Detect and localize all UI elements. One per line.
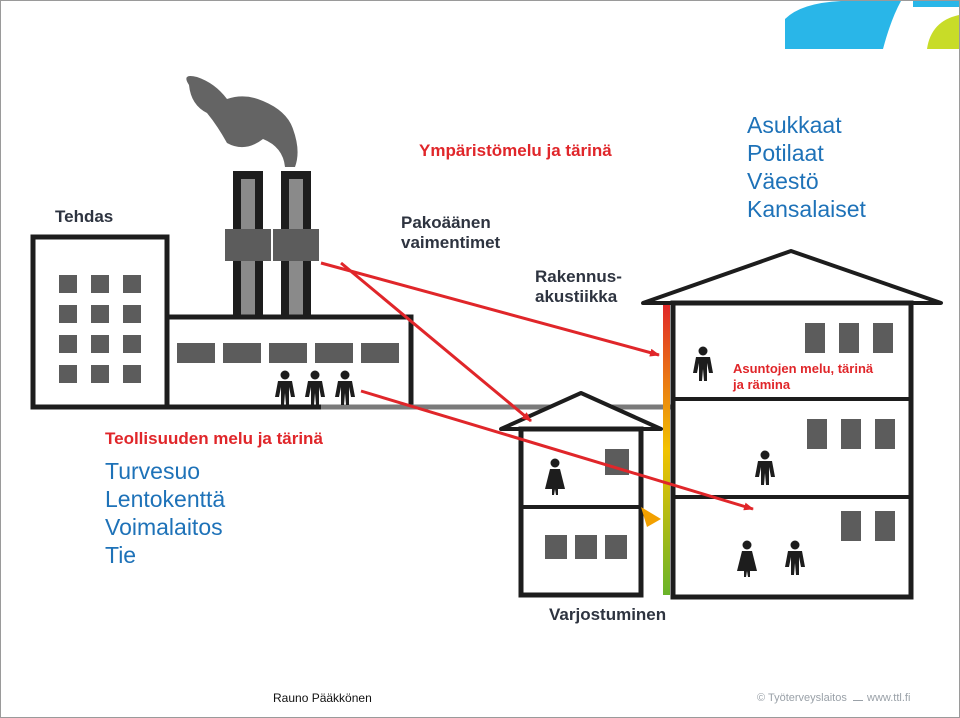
impact-gradient-bar xyxy=(663,303,670,595)
environment-noise-label: Ympäristömelu ja tärinä xyxy=(419,141,612,160)
sources-list: Turvesuo Lentokenttä Voimalaitos Tie xyxy=(105,457,225,569)
housing-noise-line-1: Asuntojen melu, tärinä xyxy=(733,361,874,376)
chimneys xyxy=(225,171,319,317)
noise-arrows xyxy=(320,261,754,511)
footer-divider xyxy=(853,700,863,701)
recipient-item: Potilaat xyxy=(747,140,824,166)
building-acoustics-label: Rakennus- akustiikka xyxy=(535,267,622,307)
exhaust-silencers-label: Pakoäänen vaimentimet xyxy=(401,213,500,253)
recipient-item: Väestö xyxy=(747,168,819,194)
shadowing-label: Varjostuminen xyxy=(549,605,667,624)
source-item: Voimalaitos xyxy=(105,514,223,540)
ttl-logo-icon xyxy=(785,1,959,49)
acoustics-line-1: Rakennus- xyxy=(535,267,622,286)
footer-author: Rauno Pääkkönen xyxy=(273,691,372,705)
housing-noise-label: Asuntojen melu, tärinä ja rämina xyxy=(733,361,873,393)
industrial-noise-label: Teollisuuden melu ja tärinä xyxy=(105,429,323,448)
footer-org: © Työterveyslaitos xyxy=(757,692,847,704)
factory-label: Tehdas xyxy=(55,207,114,226)
smoke-icon xyxy=(186,76,298,167)
source-item: Turvesuo xyxy=(105,458,201,484)
source-item: Lentokenttä xyxy=(105,486,226,512)
small-house xyxy=(499,391,663,598)
apartment-building xyxy=(641,249,943,600)
orange-arrow-icon xyxy=(641,507,661,527)
source-item: Tie xyxy=(105,542,137,568)
acoustics-line-2: akustiikka xyxy=(535,287,618,306)
recipient-item: Kansalaiset xyxy=(747,196,866,222)
exhaust-line-1: Pakoäänen xyxy=(401,213,491,232)
factory-building xyxy=(30,234,681,410)
housing-noise-line-2: ja rämina xyxy=(733,377,791,392)
recipient-item: Asukkaat xyxy=(747,112,842,138)
footer-url-link[interactable]: www.ttl.fi xyxy=(867,692,911,704)
recipients-list: Asukkaat Potilaat Väestö Kansalaiset xyxy=(747,111,866,223)
exhaust-line-2: vaimentimet xyxy=(401,233,501,252)
